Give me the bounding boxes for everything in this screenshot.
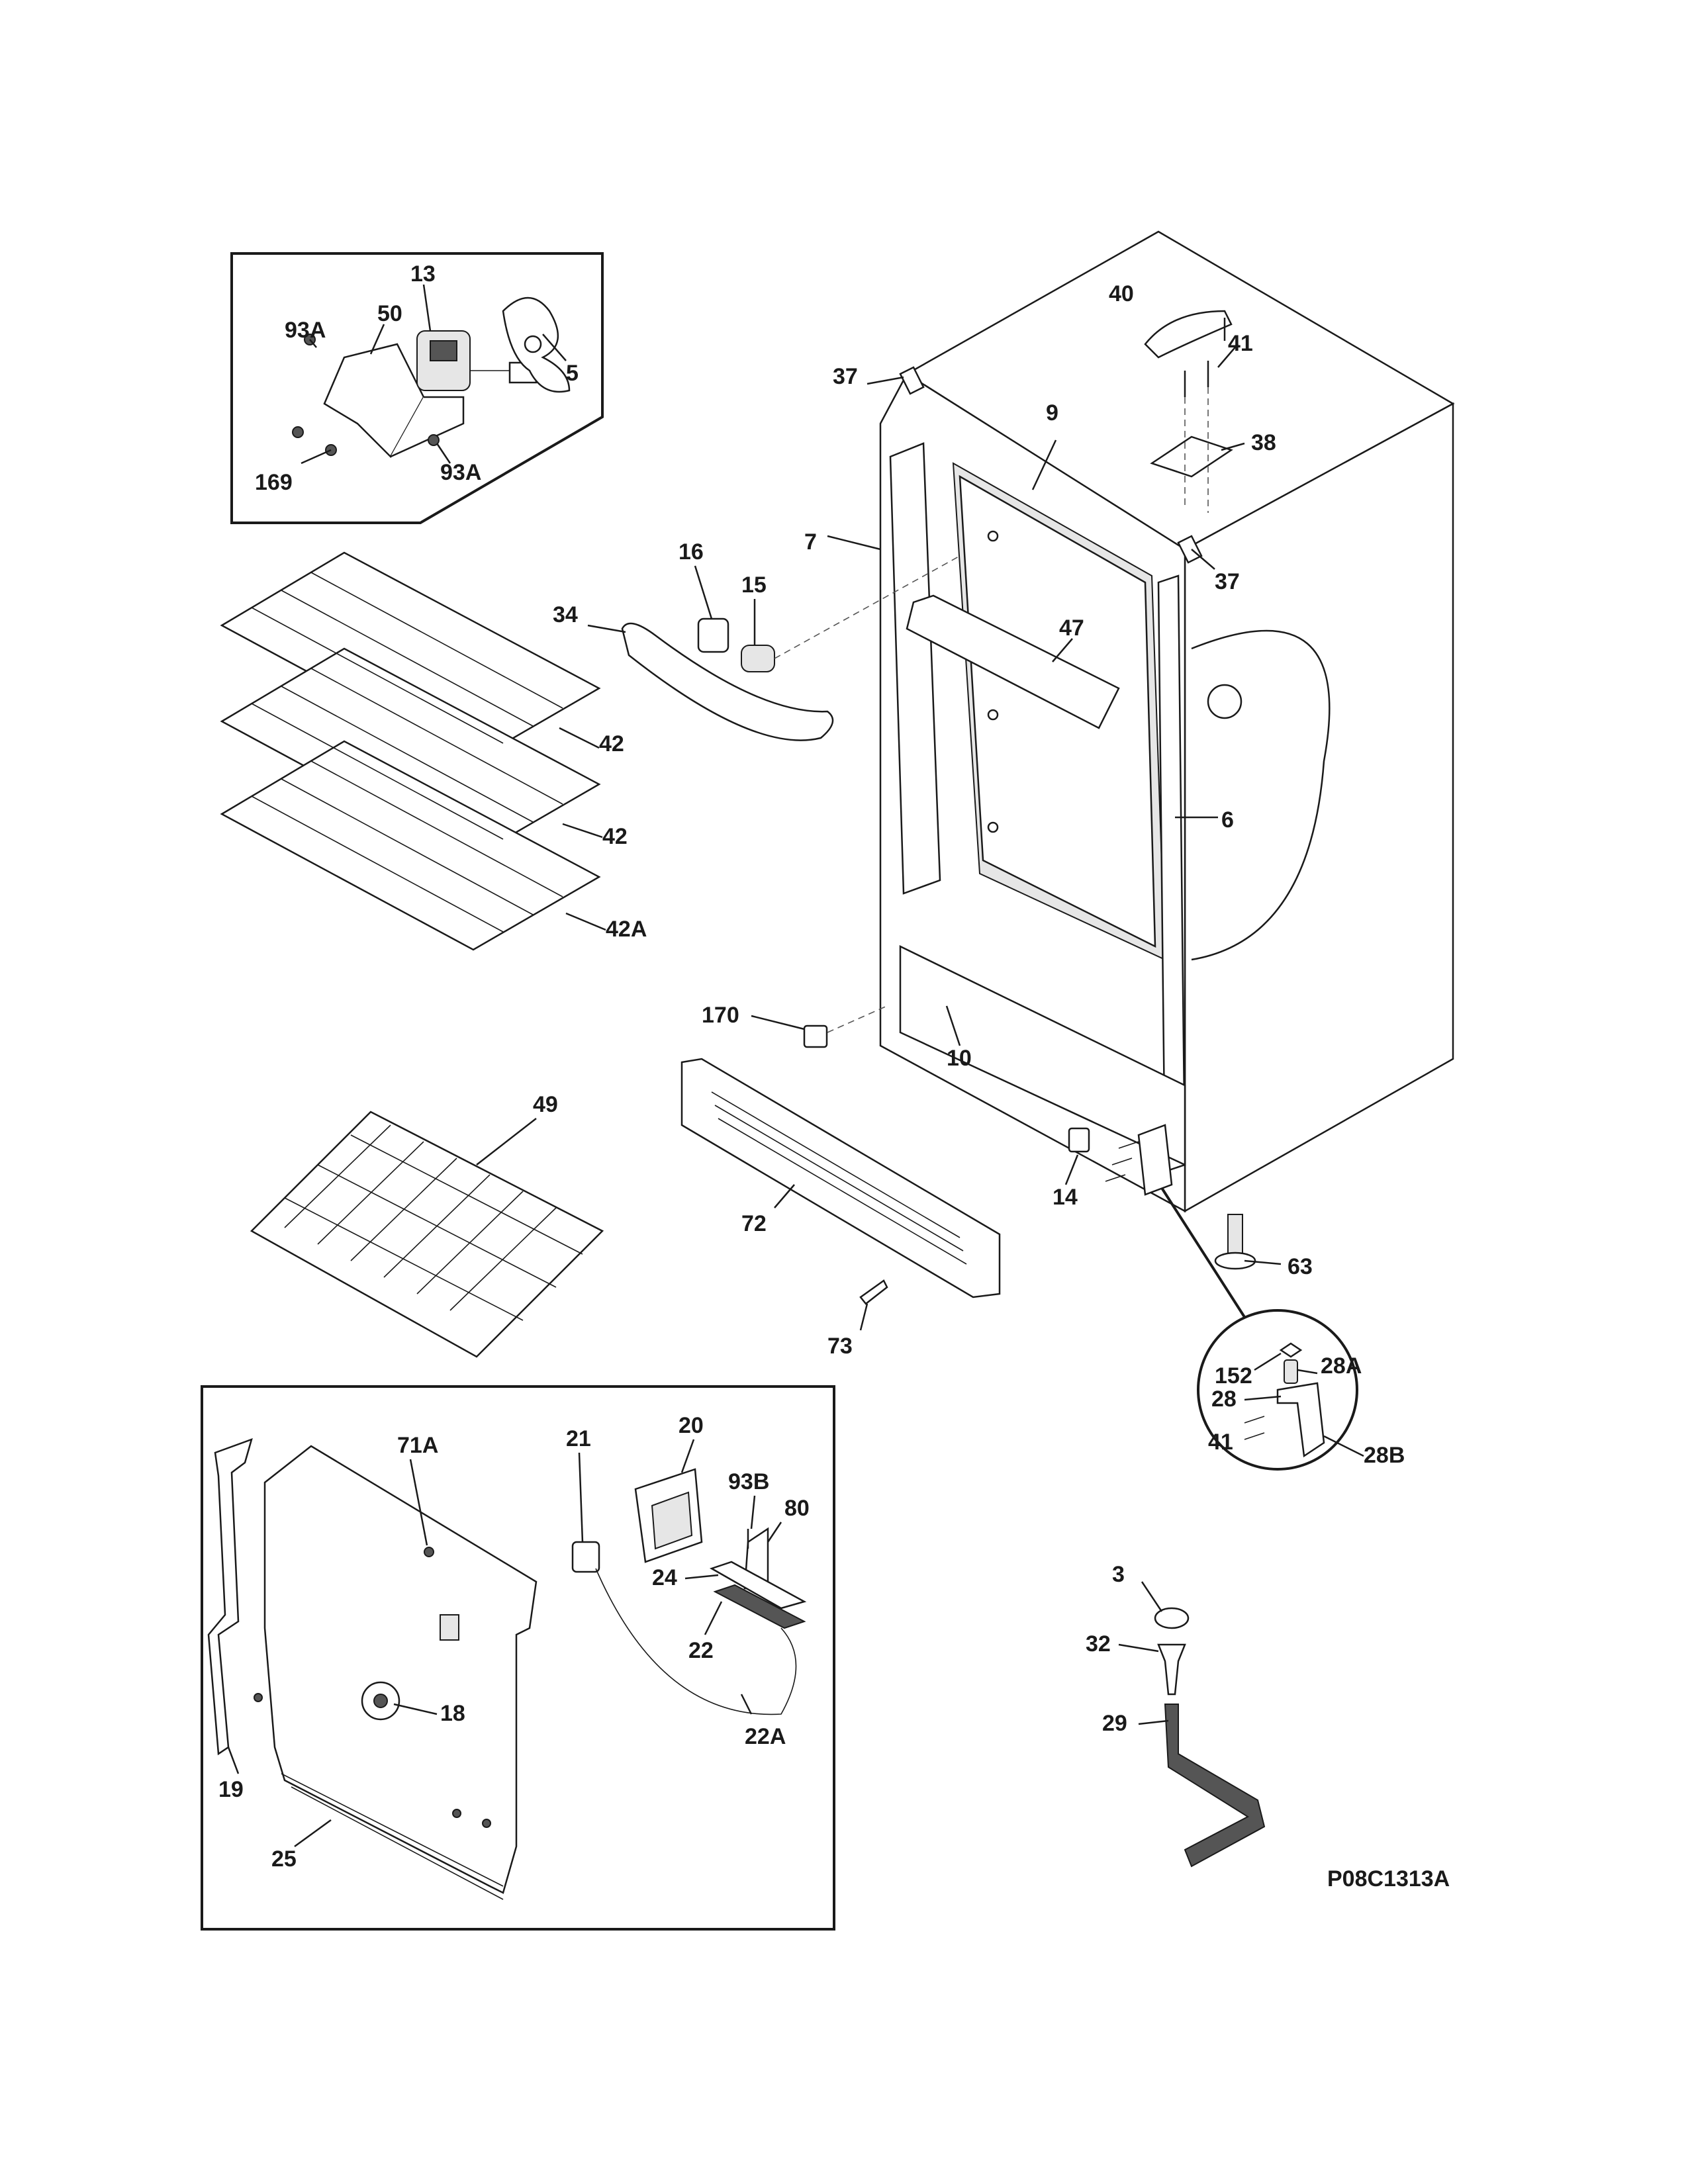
label-10: 10 — [947, 1046, 972, 1071]
label-73: 73 — [827, 1334, 853, 1359]
label-80: 80 — [784, 1496, 810, 1521]
label-169: 169 — [255, 470, 293, 495]
label-15: 15 — [741, 572, 767, 598]
lower-hinge-inset — [1160, 1187, 1364, 1471]
label-28: 28 — [1211, 1387, 1237, 1412]
label-5: 5 — [566, 361, 579, 386]
label-29: 29 — [1102, 1711, 1127, 1736]
light-assembly — [587, 555, 961, 741]
drawing-code: P08C1313A — [1327, 1866, 1450, 1891]
cabinet-body — [827, 230, 1455, 1270]
drain-assembly — [1118, 1581, 1266, 1868]
label-42-b: 42 — [602, 824, 628, 849]
label-42a: 42A — [606, 917, 647, 942]
label-170: 170 — [702, 1003, 739, 1028]
label-37-left: 37 — [833, 364, 858, 389]
lower-front-parts — [680, 1005, 1139, 1331]
wire-shelves — [220, 551, 606, 951]
label-37-right: 37 — [1215, 569, 1240, 594]
label-41-top: 41 — [1228, 331, 1253, 356]
label-19: 19 — [218, 1777, 244, 1802]
label-72: 72 — [741, 1211, 767, 1236]
label-3: 3 — [1112, 1562, 1125, 1587]
label-93a-bottom: 93A — [440, 460, 481, 485]
evaporator-cover-inset — [201, 1385, 835, 1931]
label-93b: 93B — [728, 1469, 769, 1494]
label-20: 20 — [679, 1413, 704, 1438]
label-71a: 71A — [397, 1433, 438, 1458]
label-16: 16 — [679, 539, 704, 565]
callout-labels: 13 50 93A 5 169 93A 40 41 37 9 38 7 37 1… — [218, 261, 1450, 1891]
label-22: 22 — [688, 1638, 714, 1663]
fan-motor-inset — [230, 252, 604, 524]
label-13: 13 — [410, 261, 436, 287]
label-28b: 28B — [1364, 1443, 1405, 1468]
label-7: 7 — [804, 529, 817, 555]
label-38: 38 — [1251, 430, 1276, 455]
label-63: 63 — [1288, 1254, 1313, 1279]
label-41-inset: 41 — [1208, 1430, 1233, 1455]
label-32: 32 — [1086, 1631, 1111, 1657]
label-21: 21 — [566, 1426, 591, 1451]
label-24: 24 — [652, 1565, 677, 1590]
freezer-basket — [250, 1111, 604, 1358]
label-18: 18 — [440, 1701, 465, 1726]
label-14: 14 — [1053, 1185, 1078, 1210]
label-49: 49 — [533, 1092, 558, 1117]
label-28a: 28A — [1321, 1353, 1362, 1379]
label-152: 152 — [1215, 1363, 1252, 1388]
label-47: 47 — [1059, 615, 1084, 641]
label-42-a: 42 — [599, 731, 624, 756]
label-40: 40 — [1109, 281, 1134, 306]
label-50: 50 — [377, 301, 402, 326]
label-34: 34 — [553, 602, 578, 627]
label-9: 9 — [1046, 400, 1058, 426]
label-93a-top: 93A — [285, 318, 326, 343]
label-25: 25 — [271, 1846, 297, 1872]
label-22a: 22A — [745, 1724, 786, 1749]
label-6: 6 — [1221, 807, 1234, 833]
